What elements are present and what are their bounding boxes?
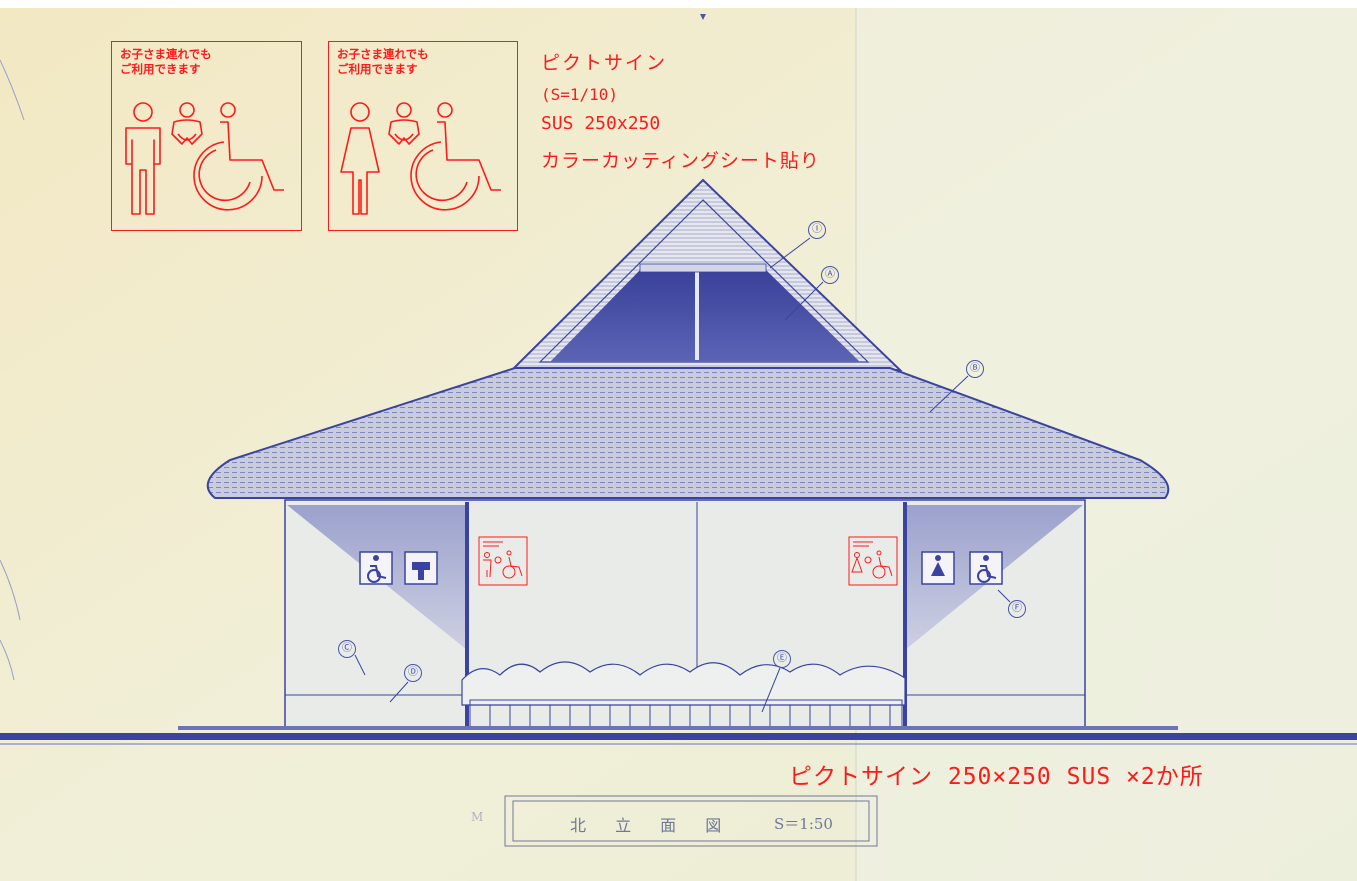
sign-caption: お子さま連れでも ご利用できます <box>120 48 212 78</box>
wheelchair-sign-left <box>359 551 393 585</box>
wheelchair-sign-right <box>969 551 1003 585</box>
pictogram-sign-male: お子さま連れでも ご利用できます <box>111 41 302 231</box>
baby-icon <box>171 102 203 145</box>
callout-c: Ⓒ <box>338 640 356 658</box>
callout-a: Ⓐ <box>821 266 839 284</box>
sign-caption-line1: お子さま連れでも <box>120 49 212 61</box>
woman-icon <box>340 102 380 215</box>
callout-e: Ⓔ <box>773 650 791 668</box>
red-pictogram-thumbnail-right <box>848 536 898 586</box>
pictogram-finish: カラーカッティングシート貼り <box>541 150 820 172</box>
sign-caption-line2: ご利用できます <box>120 64 201 76</box>
sign-caption: お子さま連れでも ご利用できます <box>337 48 429 78</box>
callout-d: Ⓓ <box>404 664 422 682</box>
wheelchair-icon <box>410 102 501 211</box>
drawing-title: 北 立 面 図 <box>570 816 734 835</box>
callout-b: Ⓑ <box>966 360 984 378</box>
drawing-scale: S＝1:50 <box>774 815 833 833</box>
female-sign <box>921 551 955 585</box>
baby-changing-sign <box>404 551 438 585</box>
baby-icon <box>388 102 420 145</box>
callout-i: Ⓘ <box>808 221 826 239</box>
callout-f: Ⓕ <box>1008 600 1026 618</box>
man-icon <box>125 102 161 215</box>
pictogram-sign-female: お子さま連れでも ご利用できます <box>328 41 518 231</box>
sign-caption-line2: ご利用できます <box>337 64 418 76</box>
wheelchair-icon <box>193 102 284 211</box>
red-pictogram-thumbnail-left <box>478 536 528 586</box>
pictogram-title: ピクトサイン <box>541 52 668 74</box>
pictogram-quantity-note: ピクトサイン 250×250 SUS ×2か所 <box>789 764 1204 790</box>
pictogram-scale: (S=1/10) <box>541 85 619 104</box>
sign-caption-line1: お子さま連れでも <box>337 49 429 61</box>
margin-mark: M <box>471 810 484 824</box>
pictogram-material: SUS 250x250 <box>541 113 661 134</box>
